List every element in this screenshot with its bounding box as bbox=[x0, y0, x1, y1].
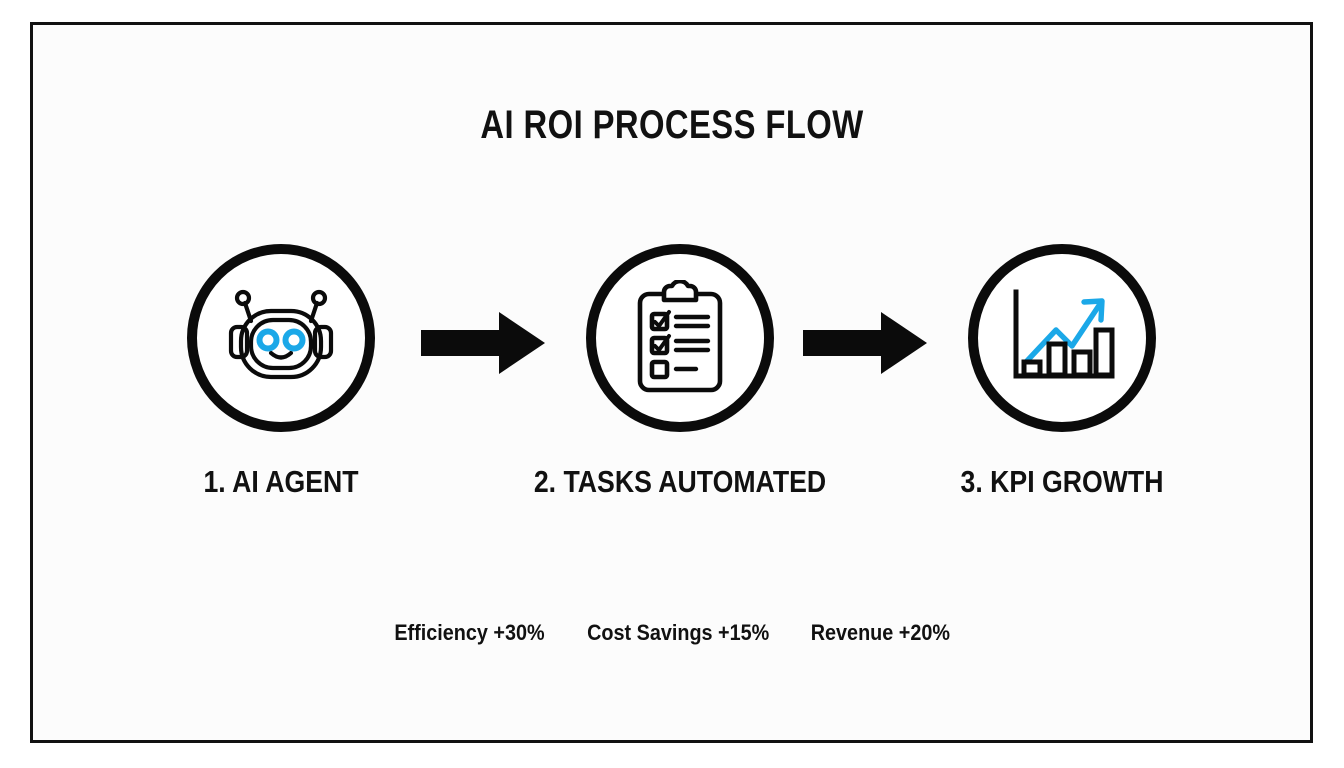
metric-cost-savings: Cost Savings +15% bbox=[587, 620, 770, 645]
robot-icon bbox=[228, 289, 334, 380]
step-circle-1 bbox=[187, 244, 375, 432]
step-tasks-automated[interactable] bbox=[586, 244, 774, 432]
arrow-right-icon-1 bbox=[421, 312, 545, 379]
metrics-row: Efficiency +30% Cost Savings +15% Revenu… bbox=[0, 620, 1344, 646]
arrow-right-icon-2 bbox=[803, 312, 927, 379]
clipboard-checklist-icon bbox=[637, 280, 723, 393]
step-circle-2 bbox=[586, 244, 774, 432]
step-kpi-growth[interactable] bbox=[968, 244, 1156, 432]
metric-revenue: Revenue +20% bbox=[811, 620, 951, 645]
step-label-kpi-growth: 3. KPI GROWTH bbox=[960, 464, 1164, 499]
step-ai-agent[interactable] bbox=[187, 244, 375, 432]
metric-efficiency: Efficiency +30% bbox=[394, 620, 545, 645]
page-title: AI ROI PROCESS FLOW bbox=[480, 103, 864, 147]
step-label-ai-agent: 1. AI AGENT bbox=[203, 464, 359, 499]
step-label-tasks-automated: 2. TASKS AUTOMATED bbox=[533, 464, 827, 499]
bar-chart-growth-icon bbox=[1013, 289, 1115, 379]
step-circle-3 bbox=[968, 244, 1156, 432]
